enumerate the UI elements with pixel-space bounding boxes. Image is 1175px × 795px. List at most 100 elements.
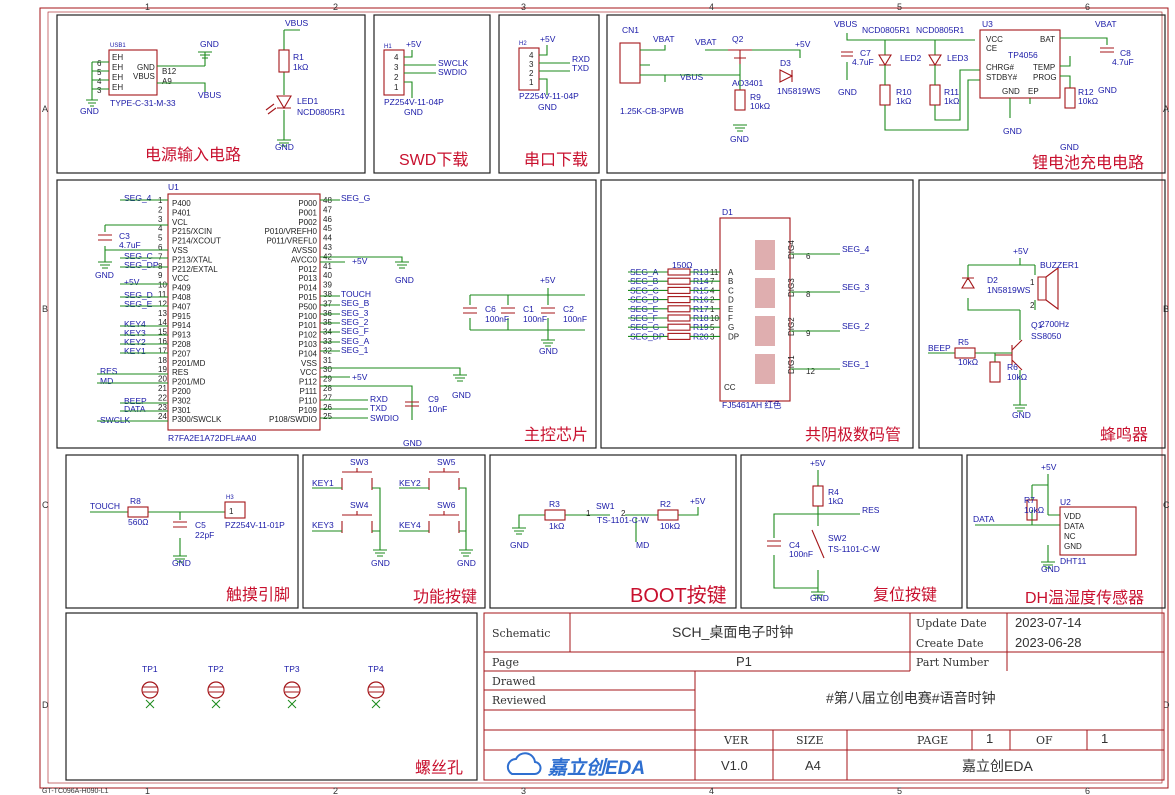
screw-thread bbox=[209, 686, 223, 693]
digit-net: SEG_2 bbox=[842, 321, 870, 331]
digit-pin: 12 bbox=[806, 367, 815, 376]
digit-pin: 9 bbox=[806, 329, 811, 338]
u3-pin: VCC bbox=[986, 35, 1003, 44]
gnd-symbol bbox=[173, 555, 187, 563]
block-frame bbox=[65, 454, 299, 609]
q1-part: SS8050 bbox=[1031, 331, 1062, 341]
h3-ref: H3 bbox=[226, 495, 234, 501]
u1-pin-number: 15 bbox=[158, 328, 167, 337]
block-uart: H2 +5V 4 3 2 1 RXD TXD PZ254V-11-04P GND… bbox=[498, 14, 600, 174]
usb-a9: A9 bbox=[162, 77, 172, 86]
h3-body bbox=[224, 501, 246, 519]
resistor-r11 bbox=[929, 84, 941, 106]
sw1-pin: 2 bbox=[621, 509, 626, 518]
title-block: Schematic SCH_桌面电子时钟 Update Date 2023-07… bbox=[483, 612, 1165, 781]
c3-value: 4.7uF bbox=[119, 240, 141, 250]
block-swd: H1 +5V 4 3 2 1 SWCLK SWDIO PZ254V-11-04P… bbox=[373, 14, 491, 174]
txd-label: TXD bbox=[572, 63, 589, 73]
block-frame bbox=[302, 454, 486, 609]
swd-pin: 1 bbox=[394, 83, 399, 92]
segment-resistor bbox=[667, 323, 691, 331]
drawed-label: Drawed bbox=[492, 675, 536, 688]
block-title: 触摸引脚 bbox=[226, 586, 290, 604]
resistor-r6 bbox=[989, 361, 1001, 383]
switch-ref: SW6 bbox=[437, 500, 456, 510]
create-label: Create Date bbox=[916, 637, 983, 650]
cap-value: 100nF bbox=[563, 314, 587, 324]
resistor-r12 bbox=[1064, 87, 1076, 109]
buzzer-ref: BUZZER1 bbox=[1040, 260, 1079, 270]
block-frame bbox=[56, 179, 597, 449]
sw2-part: TS-1101-C-W bbox=[828, 544, 880, 554]
row-letter: B bbox=[1163, 304, 1169, 314]
u1-pin-name: P100 bbox=[298, 312, 317, 321]
net-label: SWCLK bbox=[100, 415, 131, 425]
uart-pin: 2 bbox=[529, 69, 534, 78]
uart-pin: 1 bbox=[529, 78, 534, 87]
key-net: KEY1 bbox=[312, 478, 334, 488]
u1-pin-name: P213/XTAL bbox=[172, 255, 213, 264]
u1-pin-name: P408 bbox=[172, 293, 191, 302]
u1-pin-number: 36 bbox=[323, 309, 332, 318]
u1-pin-name: P400 bbox=[172, 199, 191, 208]
c5-symbol bbox=[173, 521, 187, 528]
r7-ref: R7 bbox=[1024, 495, 1035, 505]
vbus-label: VBUS bbox=[680, 72, 703, 82]
block-dht: +5V R7 10kΩ DATA U2 VDD DATA NC GND DHT1… bbox=[966, 454, 1166, 609]
u1-pin-name: VSS bbox=[301, 359, 317, 368]
net-label: SEG_3 bbox=[341, 308, 369, 318]
row-letter: D bbox=[1163, 700, 1170, 710]
u1-left-wires bbox=[97, 199, 168, 422]
r12-ref: R12 bbox=[1078, 87, 1094, 97]
block-frame bbox=[56, 14, 366, 174]
c9-symbol bbox=[405, 401, 419, 407]
u1-pin-name: P014 bbox=[298, 284, 317, 293]
r11-value: 1kΩ bbox=[944, 96, 959, 106]
u1-right-nets: SEG_G TOUCH SEG_B SEG_3 SEG_2 SEG_F SEG_… bbox=[341, 193, 399, 423]
u1-pin-name: P200 bbox=[172, 387, 191, 396]
u1-pin-number: 11 bbox=[158, 290, 167, 299]
decoupling-caps bbox=[463, 307, 555, 314]
u1-pin-number: 23 bbox=[158, 403, 167, 412]
gnd-label: GND bbox=[1041, 564, 1060, 574]
h2-ref: H2 bbox=[519, 41, 527, 47]
u1-pin-number: 16 bbox=[158, 337, 167, 346]
digit-name: DIG3 bbox=[787, 278, 796, 297]
v5-label: +5V bbox=[352, 372, 368, 382]
led-branch-wire bbox=[283, 29, 300, 140]
net-label: TOUCH bbox=[341, 289, 371, 299]
segment-resistor bbox=[667, 286, 691, 294]
no-connect-icon bbox=[371, 699, 381, 709]
u1-pin-name: VCC bbox=[172, 274, 189, 283]
screw-ref: TP4 bbox=[368, 664, 384, 674]
usb-ref: USB1 bbox=[110, 43, 126, 49]
u1-pin-name: P212/EXTAL bbox=[172, 265, 218, 274]
buzzer-wires bbox=[967, 258, 1036, 405]
u1-pin-name: P913 bbox=[172, 331, 191, 340]
key-net: KEY4 bbox=[399, 520, 421, 530]
u1-pin-number: 31 bbox=[323, 356, 332, 365]
swd-wires bbox=[404, 50, 436, 98]
led2-ref: LED2 bbox=[900, 53, 922, 63]
u1-pin-name: P101 bbox=[298, 321, 317, 330]
r4-ref: R4 bbox=[828, 487, 839, 497]
resistor-r4 bbox=[812, 485, 824, 507]
u1-pin-number: 14 bbox=[158, 318, 167, 327]
u1-pin-name: AVCC0 bbox=[291, 255, 318, 264]
u1-pin-name: P407 bbox=[172, 302, 191, 311]
block-frame bbox=[65, 612, 478, 781]
cloud-icon bbox=[506, 752, 542, 775]
swd-pin: 2 bbox=[394, 73, 399, 82]
v5-label: +5V bbox=[690, 496, 706, 506]
u3-pin: EP bbox=[1028, 87, 1039, 96]
gnd-label: GND bbox=[371, 558, 390, 568]
r10-value: 1kΩ bbox=[896, 96, 911, 106]
screw-ref: TP2 bbox=[208, 664, 224, 674]
u1-pin-name: P011/VREFL0 bbox=[266, 237, 317, 246]
vbus-label: VBUS bbox=[285, 18, 308, 28]
col-num: 3 bbox=[521, 2, 526, 12]
net-label: SEG_1 bbox=[341, 345, 369, 355]
gnd-label: GND bbox=[1012, 410, 1031, 420]
net-label: KEY4 bbox=[124, 319, 146, 329]
